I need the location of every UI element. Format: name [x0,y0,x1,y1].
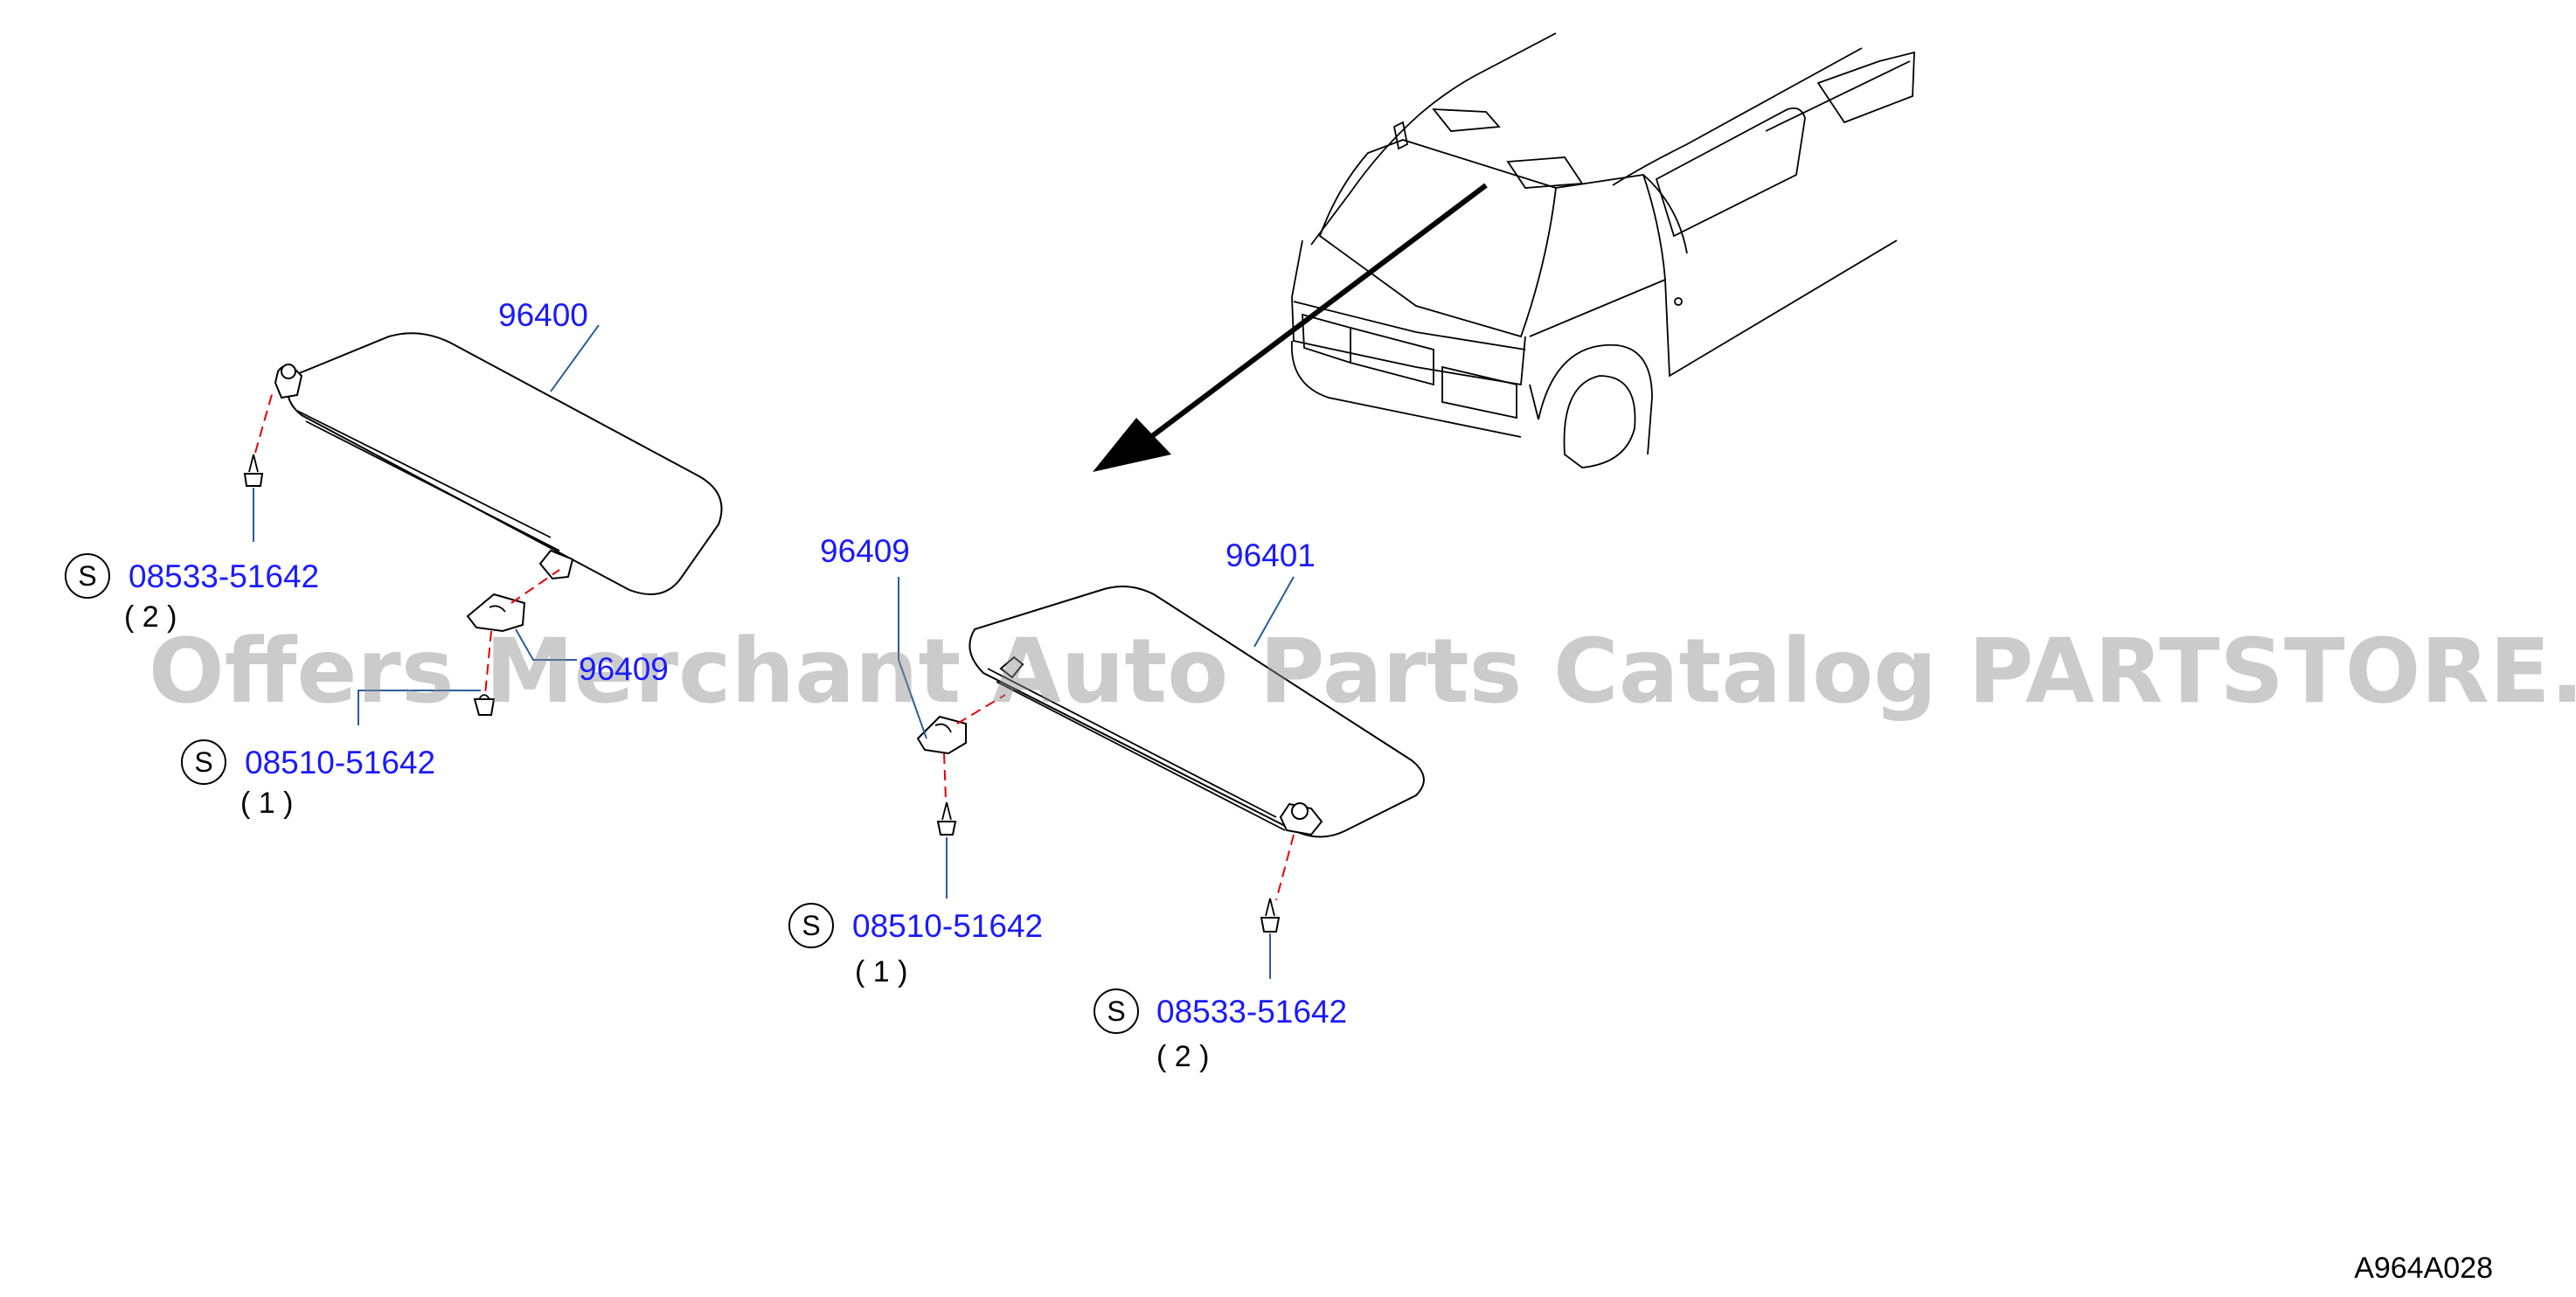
label-screw-08510-51642-left[interactable]: 08510-51642 [245,745,435,780]
sun-visor-right [969,586,1425,838]
label-screw-08510-51642-right[interactable]: 08510-51642 [852,908,1043,944]
sun-visor-left [274,332,723,595]
screw-label-left-lower: S 08510-51642 ( 1 ) [181,739,435,820]
holder-left [358,569,577,725]
label-part-96401[interactable]: 96401 [1226,538,1316,573]
qty-left-lower: ( 1 ) [240,787,293,820]
s-symbol-icon [65,553,110,599]
label-part-96409-left[interactable]: 96409 [579,651,669,687]
s-symbol-icon [788,903,834,948]
screw-right-lower [936,801,957,898]
screw-label-right-lower: S 08510-51642 ( 1 ) [788,903,1043,988]
watermark: Offers Merchant Auto Parts Catalog PARTS… [149,620,2576,724]
screw-label-right-hinge: S 08533-51642 ( 2 ) [1094,988,1347,1073]
vehicle-outline [1290,32,1915,468]
leader-lines [550,324,1295,648]
qty-right-hinge: ( 2 ) [1156,1040,1209,1073]
label-screw-08533-51642-left[interactable]: 08533-51642 [128,558,319,594]
qty-right-lower: ( 1 ) [855,955,907,988]
screw-right-hinge [1260,834,1295,979]
label-part-96409-right[interactable]: 96409 [820,533,910,569]
s-symbol-text: S [1107,995,1125,1027]
screw-label-left-upper: S 08533-51642 ( 2 ) [65,553,319,634]
s-symbol-text: S [194,746,212,778]
qty-left-upper: ( 2 ) [124,600,177,634]
label-screw-08533-51642-right[interactable]: 08533-51642 [1156,994,1347,1030]
drawing-code: A964A028 [2354,1252,2493,1285]
s-symbol-icon [181,739,226,785]
s-symbol-text: S [78,560,96,592]
holder-right [898,577,1006,801]
s-symbol-icon [1094,988,1139,1034]
s-symbol-text: S [802,910,820,941]
direction-arrow [1093,183,1488,472]
screw-left-upper [243,391,274,542]
label-part-96400[interactable]: 96400 [498,297,588,333]
